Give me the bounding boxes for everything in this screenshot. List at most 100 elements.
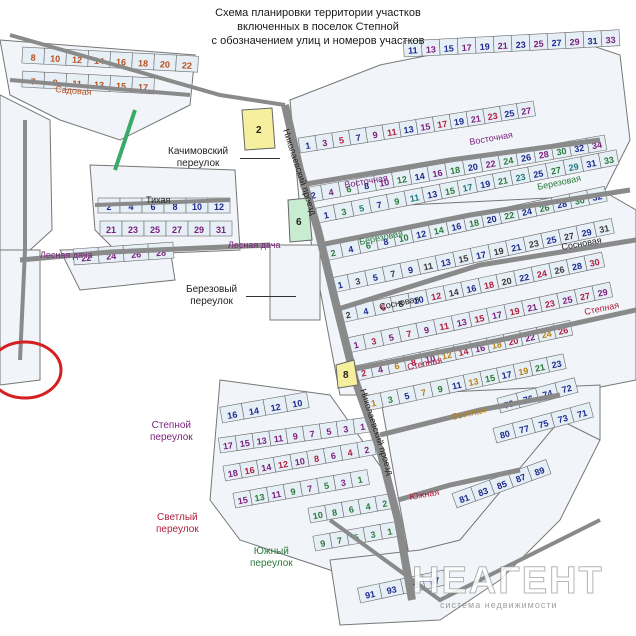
plot-number: 1: [353, 340, 360, 351]
special-plot-6: [287, 197, 313, 243]
plot-number: 30: [556, 146, 568, 158]
plot-number: 33: [603, 155, 615, 167]
plot-number: 9: [372, 130, 379, 141]
plot-number: 7: [376, 200, 383, 211]
plot-number: 8: [410, 357, 417, 368]
lane-svetly-line-2: переулок: [156, 524, 199, 535]
plot-number: 15: [239, 438, 250, 449]
plot-number: 93: [386, 584, 398, 596]
plot-number: 8: [398, 299, 405, 310]
plot-number: 20: [160, 59, 171, 70]
plot-number: 17: [461, 42, 472, 53]
plot-number: 13: [256, 435, 267, 446]
plot-number: 27: [551, 38, 562, 49]
plot-number: 15: [444, 43, 455, 54]
plot-number: 14: [458, 346, 470, 358]
plot-cell: [349, 469, 370, 488]
plot-number: 16: [450, 221, 462, 233]
plot-number: 24: [503, 155, 515, 167]
road-sosnovaya: [334, 237, 636, 313]
lane-svetly-line-1: Светлый: [157, 512, 198, 523]
plot-number: 10: [312, 510, 324, 522]
plot-number: 2: [330, 248, 337, 259]
plot-number: 27: [579, 291, 591, 303]
plot-number: 21: [534, 362, 546, 374]
watermark-brand: НЕАГЕНТ: [412, 560, 604, 603]
plot-number: 15: [484, 373, 496, 385]
plot-number: 2: [381, 498, 388, 509]
plot-number: 23: [515, 172, 527, 184]
street-lesnaya-label-2: Лесная дача: [228, 240, 281, 250]
road-diagonal-green: [113, 109, 137, 171]
plot-number: 7: [336, 535, 343, 546]
plot-number: 23: [544, 298, 556, 310]
plot-number: 26: [554, 264, 566, 276]
plot-number: 28: [156, 248, 167, 259]
special-plot-2-label: 2: [256, 125, 262, 136]
plot-number: 13: [440, 257, 452, 269]
plot-number: 14: [448, 287, 460, 299]
plot-number: 22: [485, 158, 497, 170]
plot-number: 23: [551, 358, 563, 370]
plot-number: 4: [128, 202, 133, 212]
plot-number: 9: [437, 384, 444, 395]
plot-number: 20: [507, 336, 519, 348]
plot-number: 20: [486, 214, 498, 226]
plot-number: 15: [420, 121, 431, 132]
plot-number: 10: [398, 232, 410, 244]
plot-number: 3: [340, 477, 347, 488]
plot-number: 3: [321, 138, 328, 149]
plot-number: 9: [394, 196, 401, 207]
plot-number: 21: [526, 302, 538, 314]
special-plot-6-label: 6: [296, 217, 302, 228]
plot-number: 5: [358, 203, 365, 214]
plot-cell: [591, 281, 614, 301]
plot-number: 21: [470, 113, 481, 124]
plot-number: 31: [585, 158, 597, 170]
map-title-line-3: с обозначением улиц и номеров участков: [211, 35, 425, 47]
lane-svetly: Светлый переулок: [156, 512, 199, 536]
plot-number: 6: [365, 240, 372, 251]
street-lesnaya-label: Лесная дача: [40, 250, 93, 260]
lane-stepnoy-line-2: переулок: [150, 432, 193, 443]
plot-number: 10: [378, 177, 390, 189]
plot-number: 3: [343, 424, 349, 435]
street-tikhaya-label: Тихая: [146, 195, 171, 205]
plot-number: 6: [150, 202, 155, 212]
plot-number: 6: [330, 450, 337, 461]
plot-number: 4: [362, 306, 369, 317]
plot-number: 26: [557, 325, 569, 337]
plot-number: 17: [437, 119, 448, 130]
plot-number: 11: [409, 192, 420, 204]
plot-number: 25: [150, 225, 160, 235]
plot-number: 17: [138, 82, 149, 93]
plot-number: 18: [449, 165, 461, 177]
lane-stepnoy: Степной переулок: [150, 420, 193, 444]
plot-number: 11: [451, 380, 462, 392]
plot-number: 19: [517, 366, 529, 378]
plot-number: 4: [365, 501, 372, 512]
plot-number: 5: [326, 426, 332, 437]
plot-number: 23: [528, 238, 540, 250]
plot-number: 9: [407, 265, 414, 276]
plot-number: 12: [72, 55, 83, 66]
special-plot-2: [241, 107, 276, 151]
road-tikhaya: [94, 198, 231, 207]
plot-number: 18: [483, 279, 495, 291]
plot-number: 19: [509, 306, 521, 318]
plot-number: 18: [468, 217, 480, 229]
area-central: [269, 244, 321, 321]
plot-number: 14: [261, 462, 273, 474]
road-svetlaya: [379, 392, 561, 438]
road-sadovaya: [9, 78, 191, 97]
plot-number: 1: [323, 210, 330, 221]
plot-number: 8: [331, 507, 338, 518]
plot-number: 2: [310, 190, 317, 201]
plot-number: 11: [423, 261, 434, 273]
